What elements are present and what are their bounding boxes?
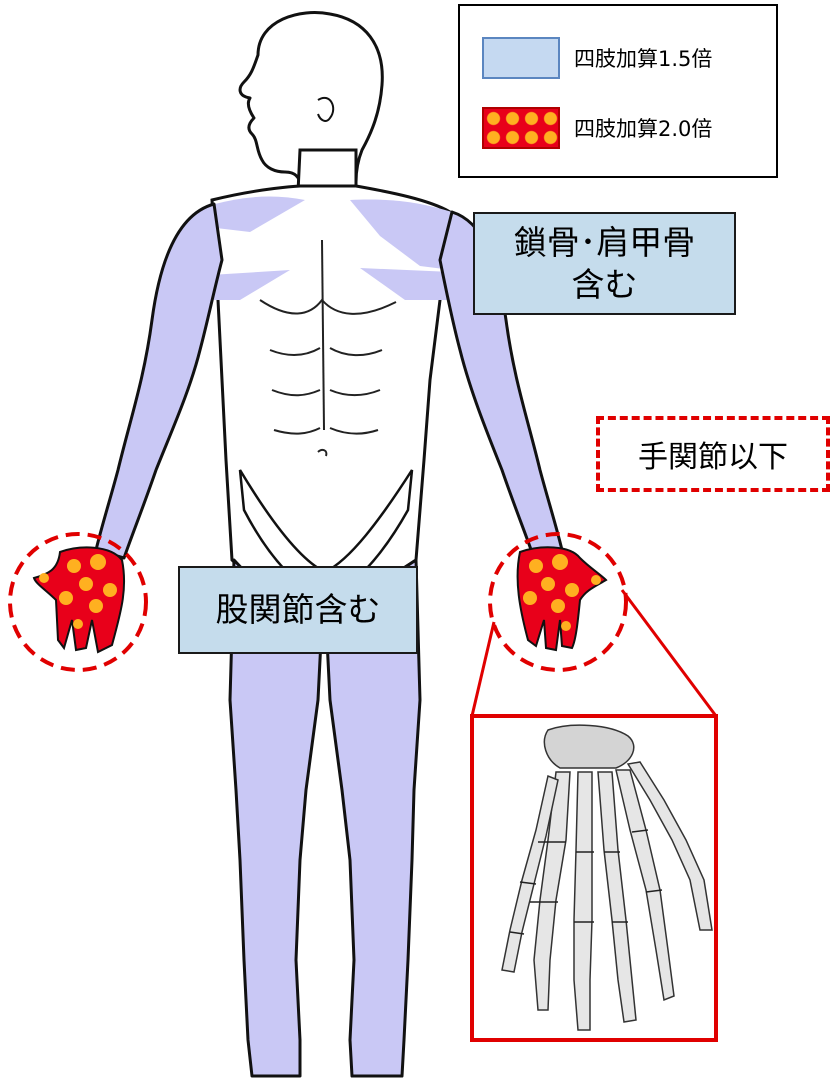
callout-wrist-below: 手関節以下 (596, 416, 830, 492)
zoom-line-right (622, 590, 716, 716)
callout-clavicle-line1: 鎖骨･肩甲骨 (514, 222, 696, 263)
left-hand (34, 547, 124, 652)
legend-item-2-0x: 四肢加算2.0倍 (482, 106, 712, 150)
legend-label-2-0x: 四肢加算2.0倍 (574, 113, 712, 143)
zoom-line-left (472, 622, 494, 716)
legend: 四肢加算1.5倍 四肢加算2.0倍 (458, 4, 778, 178)
legend-item-1-5x: 四肢加算1.5倍 (482, 36, 712, 80)
callout-wrist-label: 手関節以下 (638, 432, 788, 476)
right-hand (518, 547, 606, 650)
callout-hip-joint: 股関節含む (178, 566, 418, 654)
legend-swatch-blue (482, 37, 560, 79)
callout-clavicle-line2: 含む (572, 264, 638, 305)
legend-label-1-5x: 四肢加算1.5倍 (574, 43, 712, 73)
callout-clavicle-scapula: 鎖骨･肩甲骨 含む (473, 212, 736, 315)
callout-hip-label: 股関節含む (216, 589, 381, 630)
legend-swatch-dots (482, 107, 560, 149)
